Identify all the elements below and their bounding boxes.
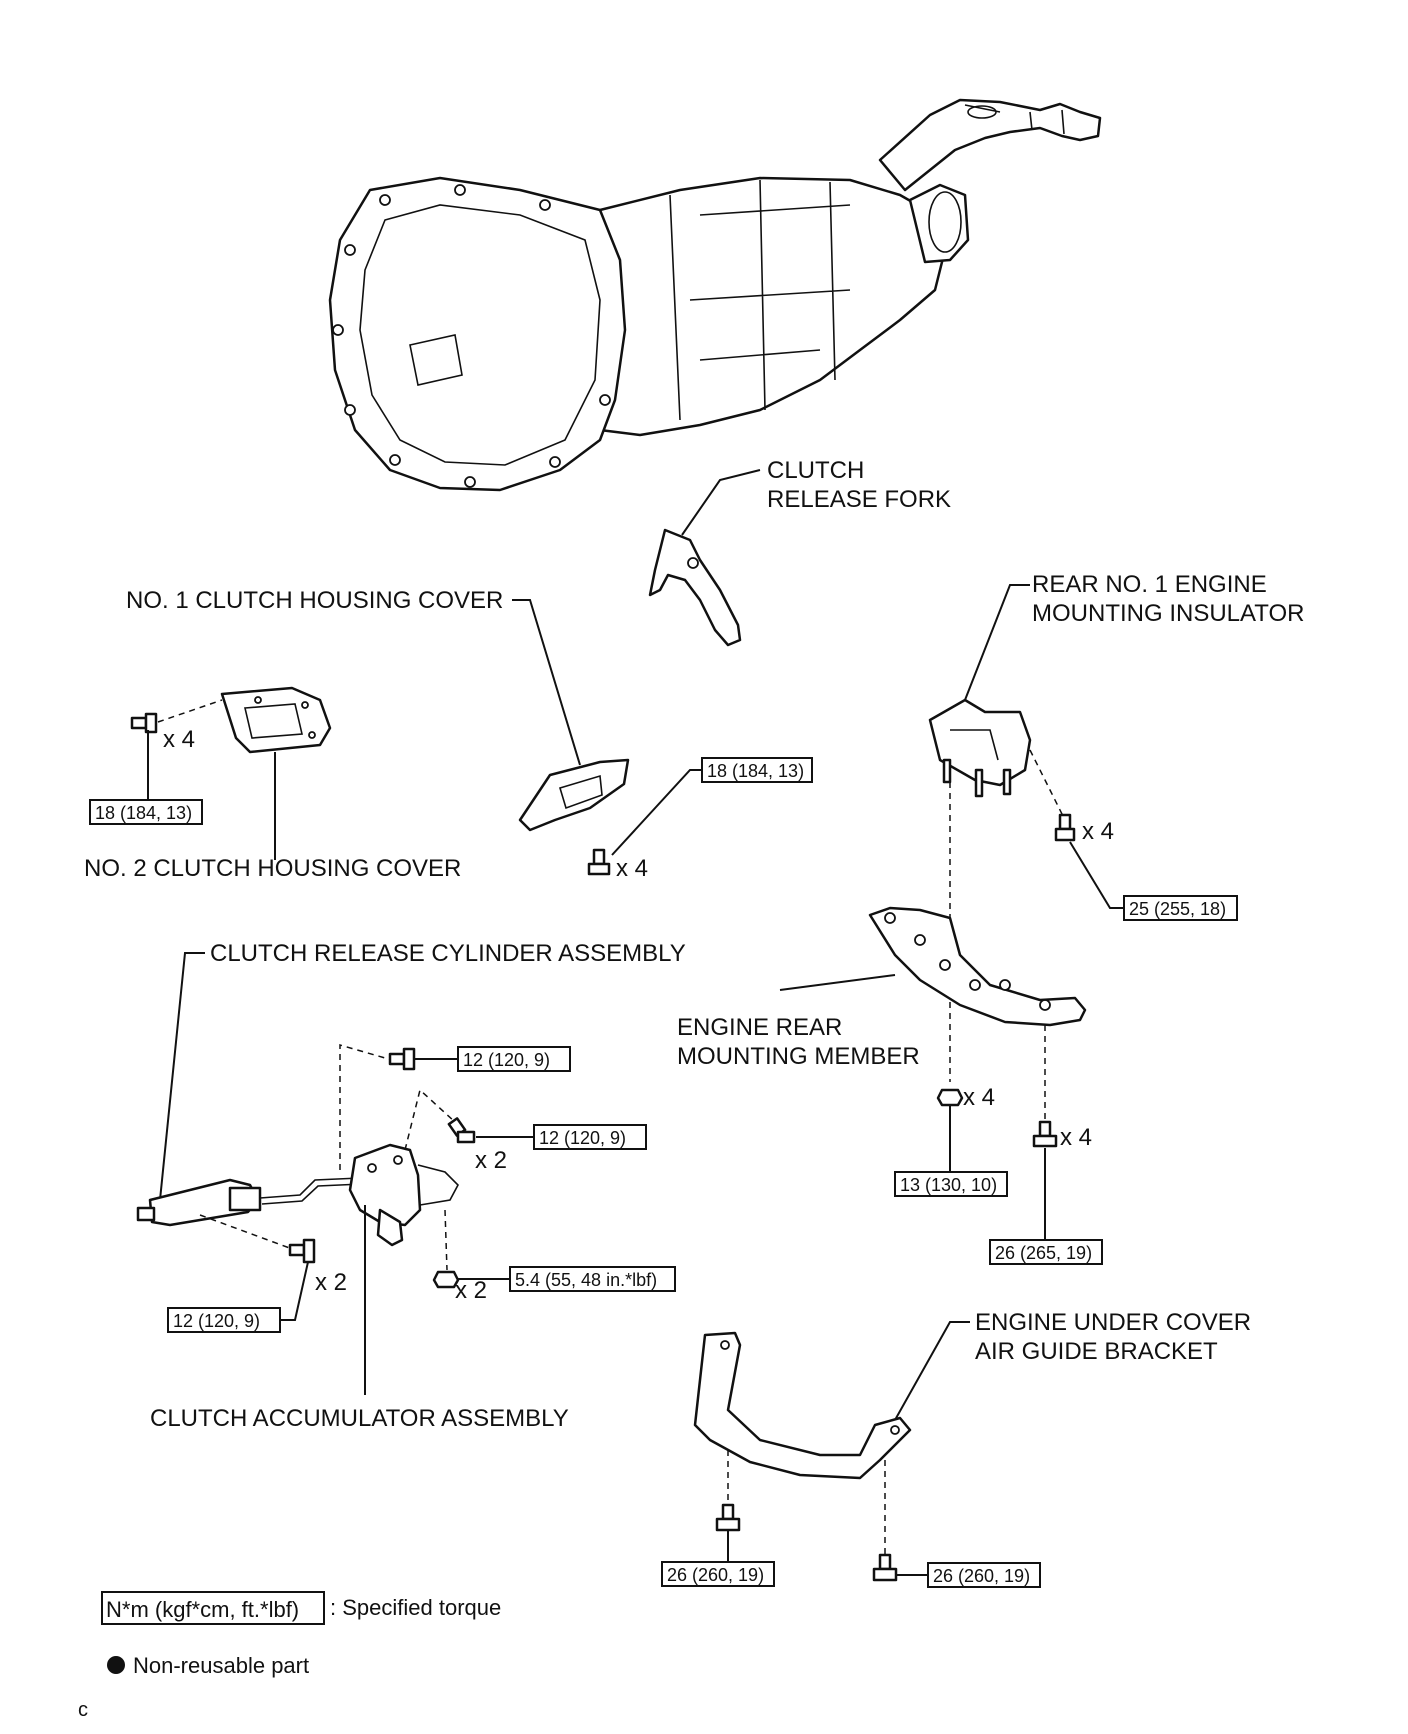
torque-box-no2-cover xyxy=(89,799,203,825)
transmission-assembly xyxy=(328,98,1102,492)
torque-box-bracket-right xyxy=(927,1562,1041,1588)
torque-box-accumulator-upper xyxy=(457,1046,571,1072)
legend-torque-box xyxy=(101,1591,325,1625)
torque-no2-cover-bolts: 18 (184, 13) xyxy=(95,803,192,823)
torque-box-insulator xyxy=(1123,895,1238,921)
torque-bracket-bolt-right: 26 (260, 19) xyxy=(933,1566,1030,1586)
torque-cylinder-bolts: 12 (120, 9) xyxy=(173,1311,260,1331)
bolt-icon xyxy=(872,1553,898,1582)
torque-accumulator-nuts: 5.4 (55, 48 in.*lbf) xyxy=(515,1270,657,1290)
no1-clutch-housing-cover xyxy=(518,758,630,832)
qty-member-bolts: x 4 xyxy=(1060,1124,1092,1151)
torque-box-member-bolts xyxy=(989,1239,1103,1265)
torque-accumulator-upper-bolt: 12 (120, 9) xyxy=(463,1050,550,1070)
torque-member-bolts: 26 (265, 19) xyxy=(995,1243,1092,1263)
bolt-icon xyxy=(388,1047,416,1071)
no2-clutch-housing-cover xyxy=(220,686,332,754)
torque-box-member-nuts xyxy=(894,1171,1008,1197)
label-engine-rear-member-line1: ENGINE REAR xyxy=(677,1014,842,1041)
bolt-icon xyxy=(130,712,158,734)
label-engine-rear-member-line2: MOUNTING MEMBER xyxy=(677,1043,920,1070)
legend-non-reusable: Non-reusable part xyxy=(133,1653,309,1678)
torque-box-bracket-left xyxy=(661,1561,775,1587)
clutch-release-fork xyxy=(648,469,761,647)
label-clutch-accumulator: CLUTCH ACCUMULATOR ASSEMBLY xyxy=(150,1405,569,1432)
qty-no2-cover-bolts: x 4 xyxy=(163,726,195,753)
bolt-icon xyxy=(715,1503,741,1532)
corner-mark: c xyxy=(78,1699,88,1721)
label-no1-clutch-housing-cover: NO. 1 CLUTCH HOUSING COVER xyxy=(126,587,503,614)
qty-accumulator-side-bolts: x 2 xyxy=(475,1147,507,1174)
qty-cylinder-bolts: x 2 xyxy=(315,1269,347,1296)
label-clutch-release-fork-line1: CLUTCH xyxy=(767,457,864,484)
nut-icon xyxy=(432,1270,460,1289)
legend-torque-description: : Specified torque xyxy=(330,1595,501,1620)
qty-accumulator-nuts: x 2 xyxy=(455,1277,487,1304)
bolt-icon xyxy=(587,848,611,876)
torque-member-nuts: 13 (130, 10) xyxy=(900,1175,997,1195)
qty-insulator-bolts: x 4 xyxy=(1082,818,1114,845)
torque-bracket-bolt-left: 26 (260, 19) xyxy=(667,1565,764,1585)
bolt-icon xyxy=(288,1238,316,1264)
qty-no1-cover-bolts: x 4 xyxy=(616,855,648,882)
qty-member-nuts: x 4 xyxy=(963,1084,995,1111)
nut-icon xyxy=(936,1088,964,1107)
label-under-cover-bracket-line2: AIR GUIDE BRACKET xyxy=(975,1338,1218,1365)
label-rear-insulator-line2: MOUNTING INSULATOR xyxy=(1032,600,1304,627)
label-no2-clutch-housing-cover: NO. 2 CLUTCH HOUSING COVER xyxy=(84,855,461,882)
torque-box-accumulator-side xyxy=(533,1124,647,1150)
engine-rear-mounting-member xyxy=(868,906,1087,1027)
bolt-icon xyxy=(447,1117,476,1144)
torque-box-no1-cover xyxy=(701,757,813,783)
bolt-icon xyxy=(1054,813,1076,842)
torque-accumulator-side-bolts: 12 (120, 9) xyxy=(539,1128,626,1148)
filled-circle-icon xyxy=(107,1656,125,1674)
legend-torque-unit: N*m (kgf*cm, ft.*lbf) xyxy=(106,1597,299,1622)
bolt-icon xyxy=(1032,1120,1058,1148)
label-rear-insulator-line1: REAR NO. 1 ENGINE xyxy=(1032,571,1267,598)
rear-no1-engine-mounting-insulator xyxy=(928,698,1032,798)
engine-under-cover-air-guide-bracket xyxy=(693,1331,912,1480)
legend: N*m (kgf*cm, ft.*lbf) : Specified torque… xyxy=(78,1591,501,1721)
torque-box-cylinder-bolts xyxy=(167,1307,281,1333)
torque-no1-cover-bolts: 18 (184, 13) xyxy=(707,761,804,781)
torque-box-accumulator-nuts xyxy=(509,1266,676,1292)
clutch-accumulator-assembly xyxy=(348,1143,459,1247)
label-clutch-release-cylinder: CLUTCH RELEASE CYLINDER ASSEMBLY xyxy=(210,940,686,967)
torque-insulator-bolts: 25 (255, 18) xyxy=(1129,899,1226,919)
label-clutch-release-fork-line2: RELEASE FORK xyxy=(767,486,951,513)
label-under-cover-bracket-line1: ENGINE UNDER COVER xyxy=(975,1309,1251,1336)
